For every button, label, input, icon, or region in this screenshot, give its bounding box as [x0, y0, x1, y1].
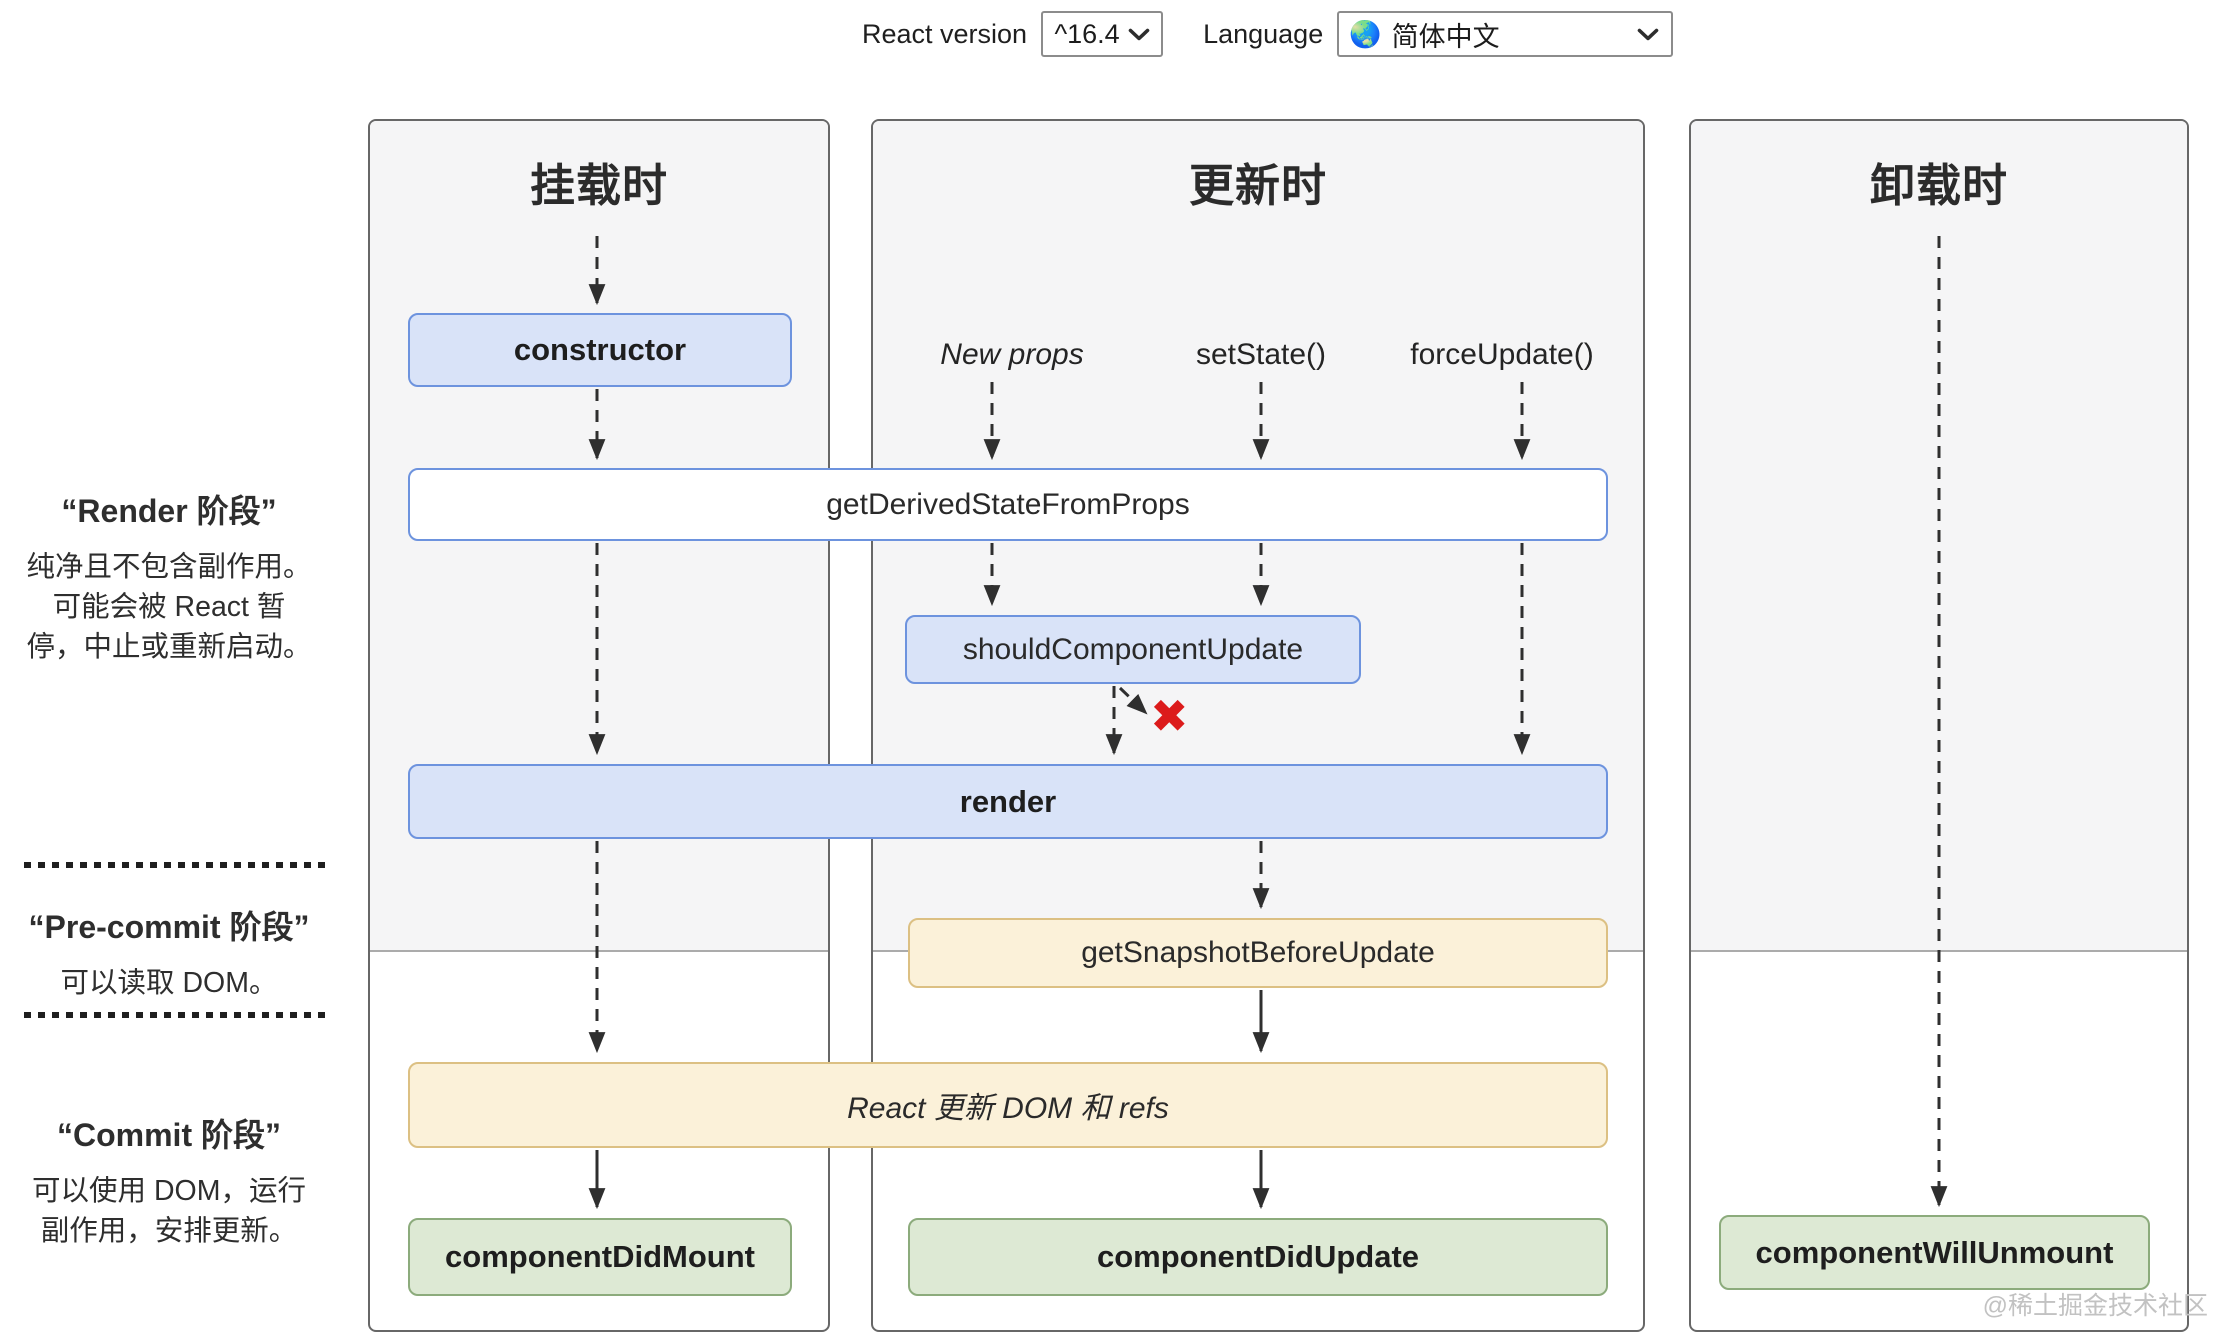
updating-panel: 更新时 [871, 119, 1645, 1332]
phase-divider [24, 1012, 326, 1018]
pre-commit-phase-title: “Pre-commit 阶段” [28, 909, 310, 945]
trigger-new-props: New props [940, 338, 1084, 371]
unmounting-panel: 卸载时 [1689, 119, 2189, 1332]
language-select[interactable]: 🌏 简体中文 [1337, 11, 1674, 57]
phase-divider [24, 862, 326, 868]
component-will-unmount-box[interactable]: componentWillUnmount [1719, 1215, 2150, 1290]
commit-phase-note: “Commit 阶段” 可以使用 DOM，运行 副作用，安排更新。 [0, 1110, 338, 1251]
render-phase-line: 可能会被 React 暂 [52, 591, 286, 623]
commit-phase-line: 副作用，安排更新。 [40, 1215, 298, 1247]
mounting-panel: 挂载时 [368, 119, 830, 1332]
toolbar: React version ^16.4 Language 🌏 简体中文 [862, 8, 1674, 60]
pre-commit-phase-line: 可以读取 DOM。 [60, 967, 278, 999]
reject-x-mark: ✖ [1150, 690, 1189, 742]
get-snapshot-before-update-box[interactable]: getSnapshotBeforeUpdate [908, 918, 1608, 988]
render-phase-line: 纯净且不包含副作用。 [26, 551, 312, 583]
language-value: 简体中文 [1391, 21, 1500, 52]
react-version-value: ^16.4 [1054, 18, 1120, 49]
render-phase-note: “Render 阶段” 纯净且不包含副作用。 可能会被 React 暂 停，中止… [0, 486, 338, 667]
react-updates-dom-box: React 更新 DOM 和 refs [408, 1062, 1608, 1148]
render-phase-background [1691, 121, 2187, 952]
chevron-down-icon [1128, 28, 1149, 40]
constructor-box[interactable]: constructor [408, 313, 792, 387]
get-derived-state-from-props-box[interactable]: getDerivedStateFromProps [408, 468, 1608, 541]
react-version-label: React version [862, 18, 1028, 49]
component-did-update-box[interactable]: componentDidUpdate [908, 1218, 1608, 1296]
updating-panel-title: 更新时 [1188, 160, 1327, 211]
react-version-select[interactable]: ^16.4 [1041, 11, 1164, 57]
chevron-down-icon [1637, 28, 1659, 40]
trigger-set-state: setState() [1195, 338, 1327, 371]
globe-icon: 🌏 [1349, 18, 1382, 49]
mounting-panel-title: 挂载时 [529, 160, 668, 211]
trigger-force-update: forceUpdate() [1410, 338, 1594, 371]
should-component-update-box[interactable]: shouldComponentUpdate [905, 615, 1361, 684]
render-phase-line: 停，中止或重新启动。 [26, 631, 312, 663]
language-label: Language [1203, 18, 1324, 49]
watermark: @稀土掘金技术社区 [1982, 1292, 2208, 1320]
commit-phase-title: “Commit 阶段” [56, 1117, 281, 1153]
component-did-mount-box[interactable]: componentDidMount [408, 1218, 792, 1296]
unmounting-panel-title: 卸载时 [1869, 160, 2008, 211]
render-phase-title: “Render 阶段” [61, 493, 277, 529]
render-box[interactable]: render [408, 764, 1608, 839]
commit-phase-line: 可以使用 DOM，运行 [32, 1175, 306, 1207]
pre-commit-phase-note: “Pre-commit 阶段” 可以读取 DOM。 [0, 902, 338, 1003]
